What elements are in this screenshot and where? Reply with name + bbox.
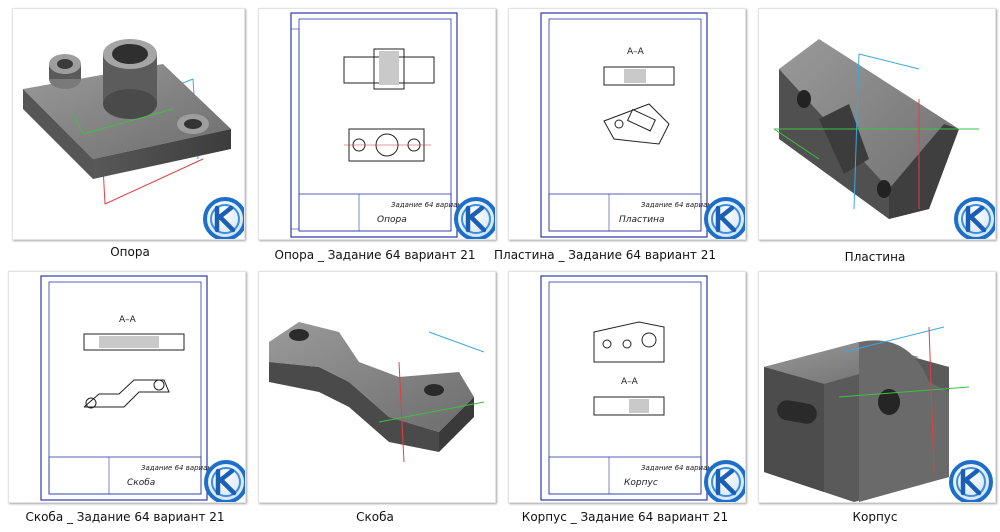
drawing-title-text: Пластина [619, 215, 664, 225]
thumbnail-korpus-drawing[interactable]: А–А Задание 64 вариант 21 Корпус [508, 271, 746, 503]
file-tile-korpus-model[interactable]: Корпус [750, 266, 1000, 532]
kompas-3d-icon [704, 197, 746, 240]
file-tile-korpus-drawing[interactable]: А–А Задание 64 вариант 21 Корпус Корпус … [500, 266, 750, 532]
file-name[interactable]: Скоба [356, 510, 394, 524]
kompas-3d-icon [203, 197, 245, 240]
file-tile-skoba-model[interactable]: Скоба [250, 266, 500, 532]
file-tile-skoba-drawing[interactable]: А–А Задание 64 вариант 21 Скоба Скоба _ … [0, 266, 250, 532]
drawing-stamp-text: Задание 64 вариант 21 [391, 201, 477, 209]
file-name[interactable]: Пластина [844, 250, 906, 264]
section-label: А–А [621, 377, 639, 387]
drawing-title-text: Корпус [624, 478, 658, 488]
thumbnail-skoba-model[interactable] [258, 271, 496, 503]
section-label: А–А [119, 315, 137, 325]
thumbnail-plastina-model[interactable] [758, 8, 996, 240]
file-name[interactable]: Опора [110, 245, 150, 259]
thumbnail-skoba-drawing[interactable]: А–А Задание 64 вариант 21 Скоба [8, 271, 246, 503]
section-label: А–А [627, 47, 645, 57]
file-tile-opora-drawing[interactable]: Задание 64 вариант 21 Опора Опора _ Зада… [250, 0, 500, 265]
kompas-3d-icon [949, 460, 993, 503]
file-tile-plastina-drawing[interactable]: А–А Задание 64 вариант 21 Пластина Пласт… [494, 0, 750, 265]
thumbnail-plastina-drawing[interactable]: А–А Задание 64 вариант 21 Пластина [508, 8, 746, 240]
kompas-3d-icon [704, 460, 746, 503]
thumbnail-korpus-model[interactable] [758, 271, 996, 503]
file-name[interactable]: Корпус _ Задание 64 вариант 21 [521, 510, 729, 524]
drawing-stamp-text: Задание 64 вариант 21 [641, 201, 727, 209]
drawing-title-text: Скоба [127, 478, 155, 488]
file-name[interactable]: Скоба _ Задание 64 вариант 21 [25, 510, 225, 524]
drawing-stamp-text: Задание 64 вариант 21 [141, 464, 227, 472]
thumbnail-opora-model[interactable] [12, 8, 245, 240]
kompas-3d-icon [454, 197, 496, 240]
thumbnail-opora-drawing[interactable]: Задание 64 вариант 21 Опора [258, 8, 496, 240]
file-name[interactable]: Пластина _ Задание 64 вариант 21 [494, 248, 716, 262]
kompas-3d-icon [204, 460, 246, 503]
file-name[interactable]: Корпус [852, 510, 898, 524]
file-tile-opora-model[interactable]: Опора [0, 0, 250, 265]
kompas-3d-icon [954, 197, 996, 240]
file-name[interactable]: Опора _ Задание 64 вариант 21 [274, 248, 476, 262]
drawing-title-text: Опора [377, 215, 407, 225]
file-tile-plastina-model[interactable]: Пластина [750, 0, 1000, 265]
drawing-stamp-text: Задание 64 вариант 21 [641, 464, 727, 472]
